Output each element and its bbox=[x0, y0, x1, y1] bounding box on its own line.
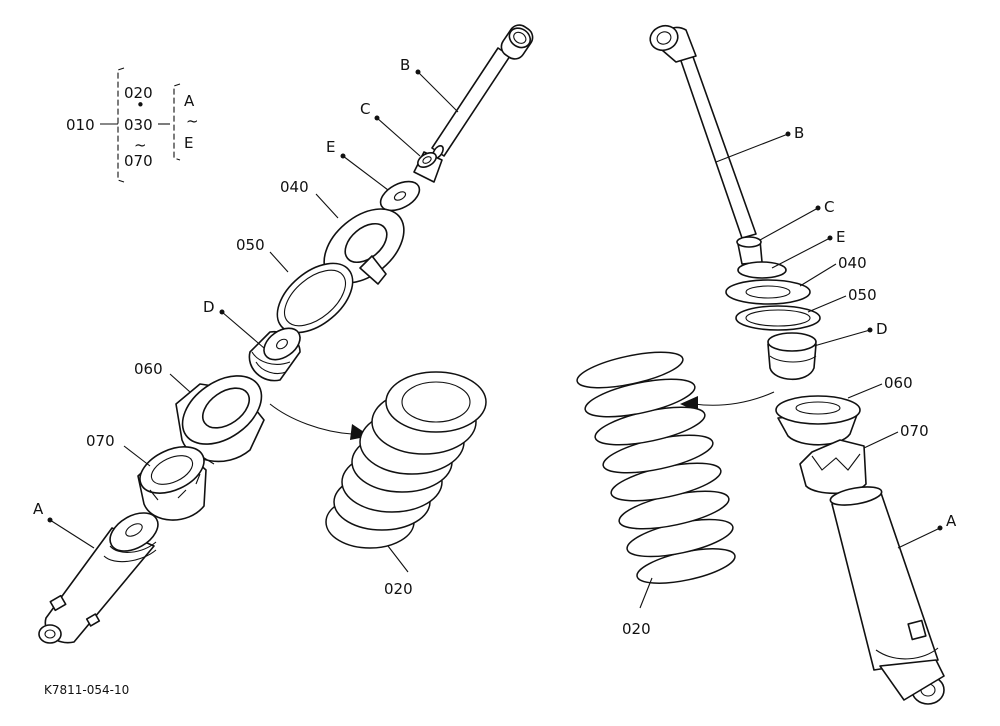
left-part-b-rod bbox=[431, 24, 534, 160]
right-part-a-body bbox=[829, 486, 945, 705]
bom-legend: 010 020 • 030 ~ 070 A ~ E bbox=[66, 67, 199, 183]
right-label-d: D bbox=[876, 320, 888, 338]
left-part-070-nut bbox=[137, 446, 207, 521]
bom-assy-number: 010 bbox=[66, 116, 95, 134]
left-part-e-washer bbox=[379, 180, 421, 212]
left-part-a-body bbox=[38, 512, 159, 644]
left-part-c-bushing bbox=[413, 151, 443, 183]
left-part-060-seat bbox=[175, 375, 265, 465]
bom-item-first: 020 bbox=[124, 84, 153, 102]
right-part-d-bumper bbox=[767, 332, 817, 380]
left-part-020-spring bbox=[325, 371, 487, 549]
right-part-040-collar bbox=[725, 279, 811, 305]
bom-item-last: 070 bbox=[124, 152, 153, 170]
right-label-070: 070 bbox=[900, 422, 929, 440]
right-part-b-rod bbox=[649, 24, 757, 239]
left-label-b: B bbox=[400, 56, 410, 74]
right-part-070-nut bbox=[799, 439, 867, 495]
left-label-060: 060 bbox=[134, 360, 163, 378]
right-assembly: B C E 040 050 D 060 070 A 020 bbox=[576, 24, 957, 705]
left-arrow-line bbox=[269, 403, 353, 435]
left-label-a: A bbox=[33, 500, 44, 518]
right-label-060: 060 bbox=[884, 374, 913, 392]
bom-sub-tilde: ~ bbox=[186, 112, 199, 130]
left-callouts: B C E 040 050 D 060 070 A 020 bbox=[33, 56, 459, 598]
bom-dot: • bbox=[136, 96, 145, 114]
left-label-020: 020 bbox=[384, 580, 413, 598]
bom-sub-to: E bbox=[184, 134, 193, 152]
right-callouts: B C E 040 050 D 060 070 A 020 bbox=[622, 124, 957, 638]
right-part-e-washer bbox=[737, 261, 787, 279]
right-label-040: 040 bbox=[838, 254, 867, 272]
right-label-c: C bbox=[824, 198, 834, 216]
right-arrow-line bbox=[693, 391, 775, 406]
right-part-020-spring bbox=[576, 351, 736, 584]
right-part-050-ring bbox=[735, 305, 821, 331]
left-label-070: 070 bbox=[86, 432, 115, 450]
right-label-020: 020 bbox=[622, 620, 651, 638]
left-part-050-ring bbox=[276, 262, 354, 334]
right-part-c-bushing bbox=[736, 236, 763, 265]
right-label-e: E bbox=[836, 228, 845, 246]
left-label-d: D bbox=[203, 298, 215, 316]
left-label-050: 050 bbox=[236, 236, 265, 254]
bom-tilde: ~ bbox=[134, 136, 147, 154]
left-label-e: E bbox=[326, 138, 335, 156]
bom-sub-from: A bbox=[184, 92, 195, 110]
left-label-c: C bbox=[360, 100, 370, 118]
right-label-a: A bbox=[946, 512, 957, 530]
drawing-code: K7811-054-10 bbox=[44, 683, 129, 697]
right-part-060-seat bbox=[775, 395, 861, 446]
left-assembly: B C E 040 050 D 060 070 A 020 bbox=[33, 24, 534, 644]
left-part-d-bumper bbox=[248, 327, 301, 382]
bom-item-mid: 030 bbox=[124, 116, 153, 134]
right-label-b: B bbox=[794, 124, 804, 142]
right-label-050: 050 bbox=[848, 286, 877, 304]
left-label-040: 040 bbox=[280, 178, 309, 196]
